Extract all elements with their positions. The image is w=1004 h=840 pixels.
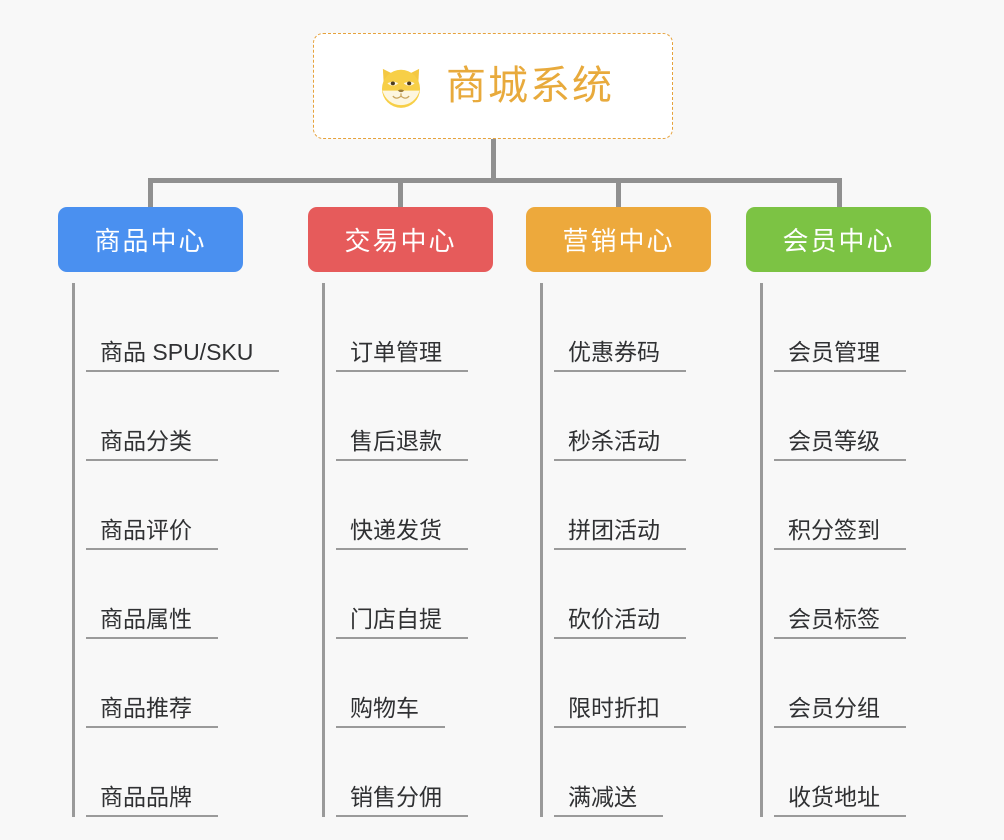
leaf-label: 优惠券码	[554, 339, 686, 372]
category-column-member: 会员中心 会员管理 会员等级 积分签到 会员标签 会员分组 收货地址	[746, 207, 966, 817]
connector-root-stem	[491, 139, 496, 182]
root-node[interactable]: 商城系统	[313, 33, 673, 139]
connector-drop-0	[148, 178, 153, 208]
list-item[interactable]: 满减送	[540, 728, 746, 817]
list-item[interactable]: 优惠券码	[540, 283, 746, 372]
leaf-label: 收货地址	[774, 784, 906, 817]
category-header-trade[interactable]: 交易中心	[308, 207, 493, 272]
connector-drop-1	[398, 178, 403, 208]
leaf-list-product: 商品 SPU/SKU 商品分类 商品评价 商品属性 商品推荐 商品品牌	[58, 272, 280, 817]
category-header-member[interactable]: 会员中心	[746, 207, 931, 272]
list-item[interactable]: 积分签到	[760, 461, 966, 550]
list-item[interactable]: 售后退款	[322, 372, 528, 461]
list-item[interactable]: 会员等级	[760, 372, 966, 461]
leaf-label: 销售分佣	[336, 784, 468, 817]
list-item[interactable]: 会员管理	[760, 283, 966, 372]
list-item[interactable]: 商品推荐	[72, 639, 278, 728]
connector-horizontal-bus	[148, 178, 842, 183]
leaf-label: 限时折扣	[554, 695, 686, 728]
leaf-label: 购物车	[336, 695, 445, 728]
list-item[interactable]: 购物车	[322, 639, 528, 728]
leaf-label: 砍价活动	[554, 606, 686, 639]
connector-drop-3	[837, 178, 842, 208]
list-item[interactable]: 订单管理	[322, 283, 528, 372]
leaf-label: 快递发货	[336, 517, 468, 550]
category-column-marketing: 营销中心 优惠券码 秒杀活动 拼团活动 砍价活动 限时折扣 满减送	[526, 207, 746, 817]
leaf-list-trade: 订单管理 售后退款 快递发货 门店自提 购物车 销售分佣	[308, 272, 528, 817]
leaf-label: 商品评价	[86, 517, 218, 550]
list-item[interactable]: 商品分类	[72, 372, 278, 461]
list-item[interactable]: 限时折扣	[540, 639, 746, 728]
list-item[interactable]: 秒杀活动	[540, 372, 746, 461]
leaf-label: 商品推荐	[86, 695, 218, 728]
leaf-label: 商品分类	[86, 428, 218, 461]
leaf-label: 订单管理	[336, 339, 468, 372]
leaf-list-marketing: 优惠券码 秒杀活动 拼团活动 砍价活动 限时折扣 满减送	[526, 272, 746, 817]
root-title: 商城系统	[446, 64, 614, 108]
list-item[interactable]: 收货地址	[760, 728, 966, 817]
list-item[interactable]: 商品品牌	[72, 728, 278, 817]
category-header-product[interactable]: 商品中心	[58, 207, 243, 272]
list-item[interactable]: 快递发货	[322, 461, 528, 550]
list-item[interactable]: 会员分组	[760, 639, 966, 728]
leaf-label: 积分签到	[774, 517, 906, 550]
connector-drop-2	[616, 178, 621, 208]
leaf-label: 会员标签	[774, 606, 906, 639]
list-item[interactable]: 销售分佣	[322, 728, 528, 817]
list-item[interactable]: 商品属性	[72, 550, 278, 639]
leaf-label: 售后退款	[336, 428, 468, 461]
leaf-label: 满减送	[554, 784, 663, 817]
leaf-label: 商品属性	[86, 606, 218, 639]
leaf-label: 门店自提	[336, 606, 468, 639]
leaf-label: 商品 SPU/SKU	[86, 339, 280, 372]
category-column-product: 商品中心 商品 SPU/SKU 商品分类 商品评价 商品属性 商品推荐 商品品牌	[58, 207, 280, 817]
leaf-label: 商品品牌	[86, 784, 218, 817]
list-item[interactable]: 会员标签	[760, 550, 966, 639]
category-header-marketing[interactable]: 营销中心	[526, 207, 711, 272]
leaf-label: 会员管理	[774, 339, 906, 372]
leaf-label: 会员分组	[774, 695, 906, 728]
list-item[interactable]: 商品评价	[72, 461, 278, 550]
list-item[interactable]: 门店自提	[322, 550, 528, 639]
list-item[interactable]: 商品 SPU/SKU	[72, 283, 280, 372]
leaf-label: 拼团活动	[554, 517, 686, 550]
leaf-label: 秒杀活动	[554, 428, 686, 461]
category-column-trade: 交易中心 订单管理 售后退款 快递发货 门店自提 购物车 销售分佣	[308, 207, 528, 817]
leaf-label: 会员等级	[774, 428, 906, 461]
list-item[interactable]: 砍价活动	[540, 550, 746, 639]
leaf-list-member: 会员管理 会员等级 积分签到 会员标签 会员分组 收货地址	[746, 272, 966, 817]
shiba-dog-face-icon	[372, 58, 430, 116]
list-item[interactable]: 拼团活动	[540, 461, 746, 550]
